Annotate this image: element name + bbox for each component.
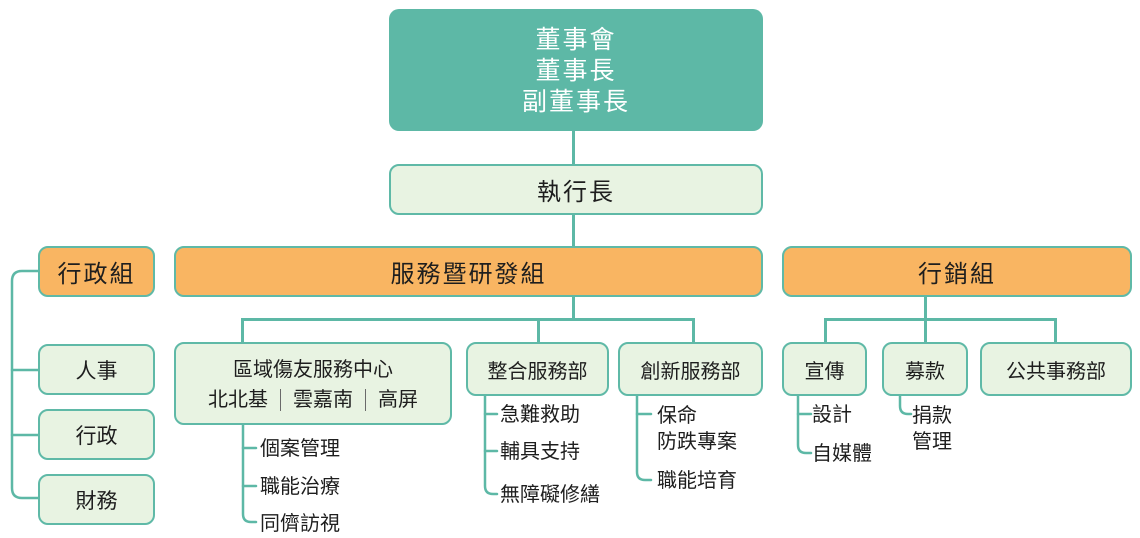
board-box: 董事會 董事長 副董事長	[389, 9, 763, 131]
service-item: 個案管理	[260, 436, 340, 460]
connector-board-ceo	[572, 130, 575, 164]
connector-public-affairs-drop	[1054, 318, 1057, 342]
connector-service-bus-stem	[572, 297, 575, 319]
service-item: 職能培育	[657, 468, 737, 492]
service-item: 保命 防跌專案	[657, 403, 737, 453]
region-label: 高屏	[378, 386, 418, 411]
promotion-box: 宣傳	[782, 342, 867, 396]
ceo-box: 執行長	[389, 164, 763, 215]
integrated-dept-label: 整合服務部	[487, 358, 588, 383]
regional-center-title: 區域傷友服務中心	[233, 356, 393, 381]
service-item: 職能治療	[260, 474, 340, 498]
fundraising-label: 募款	[905, 358, 945, 383]
connector-fundraising-drop	[924, 318, 927, 342]
promotion-label: 宣傳	[804, 358, 845, 383]
admin-child-label: 人事	[75, 358, 118, 383]
region-label: 雲嘉南	[293, 386, 353, 411]
connector-innovation-drop	[692, 318, 695, 342]
connector-integrated-drop	[537, 318, 540, 342]
regional-center-regions: 北北基雲嘉南高屏	[208, 384, 418, 414]
marketing-group-box: 行銷組	[782, 246, 1132, 297]
marketing-item: 設計	[812, 402, 852, 426]
region-label: 北北基	[208, 386, 268, 411]
board-title: 董事會	[535, 24, 617, 54]
connector-service-bus	[241, 318, 695, 321]
admin-child-box: 財務	[38, 474, 155, 525]
connector-ceo-service	[572, 214, 575, 248]
connector-marketing-bus	[824, 318, 1057, 321]
integrated-dept-box: 整合服務部	[466, 342, 609, 396]
service-item: 無障礙修繕	[500, 482, 600, 506]
innovation-dept-box: 創新服務部	[618, 342, 763, 396]
region-divider	[280, 389, 281, 411]
vice-chairman-title: 副董事長	[521, 86, 630, 116]
chairman-title: 董事長	[535, 55, 617, 85]
connector-regional-drop	[241, 318, 244, 342]
connector-promotion-drop	[824, 318, 827, 342]
fundraising-box: 募款	[882, 342, 968, 396]
admin-group-label: 行政組	[57, 260, 136, 288]
admin-child-label: 財務	[75, 488, 118, 513]
connector-marketing-stem	[924, 297, 927, 319]
region-divider	[365, 389, 366, 411]
ceo-label: 執行長	[537, 178, 615, 206]
admin-group-box: 行政組	[38, 246, 155, 297]
admin-child-label: 行政	[75, 423, 118, 448]
service-item: 輔具支持	[500, 439, 580, 463]
service-item: 同儕訪視	[260, 511, 340, 535]
innovation-dept-label: 創新服務部	[640, 358, 741, 383]
marketing-item: 自媒體	[812, 441, 872, 465]
admin-child-box: 人事	[38, 344, 155, 395]
admin-child-box: 行政	[38, 409, 155, 460]
service-group-label: 服務暨研發組	[390, 260, 547, 288]
service-group-box: 服務暨研發組	[174, 246, 763, 297]
marketing-group-label: 行銷組	[918, 260, 996, 288]
public-affairs-box: 公共事務部	[980, 342, 1132, 396]
regional-center-box: 區域傷友服務中心 北北基雲嘉南高屏	[174, 342, 452, 425]
service-item: 急難救助	[500, 402, 580, 426]
marketing-item: 捐款 管理	[912, 403, 952, 453]
public-affairs-label: 公共事務部	[1006, 358, 1106, 383]
